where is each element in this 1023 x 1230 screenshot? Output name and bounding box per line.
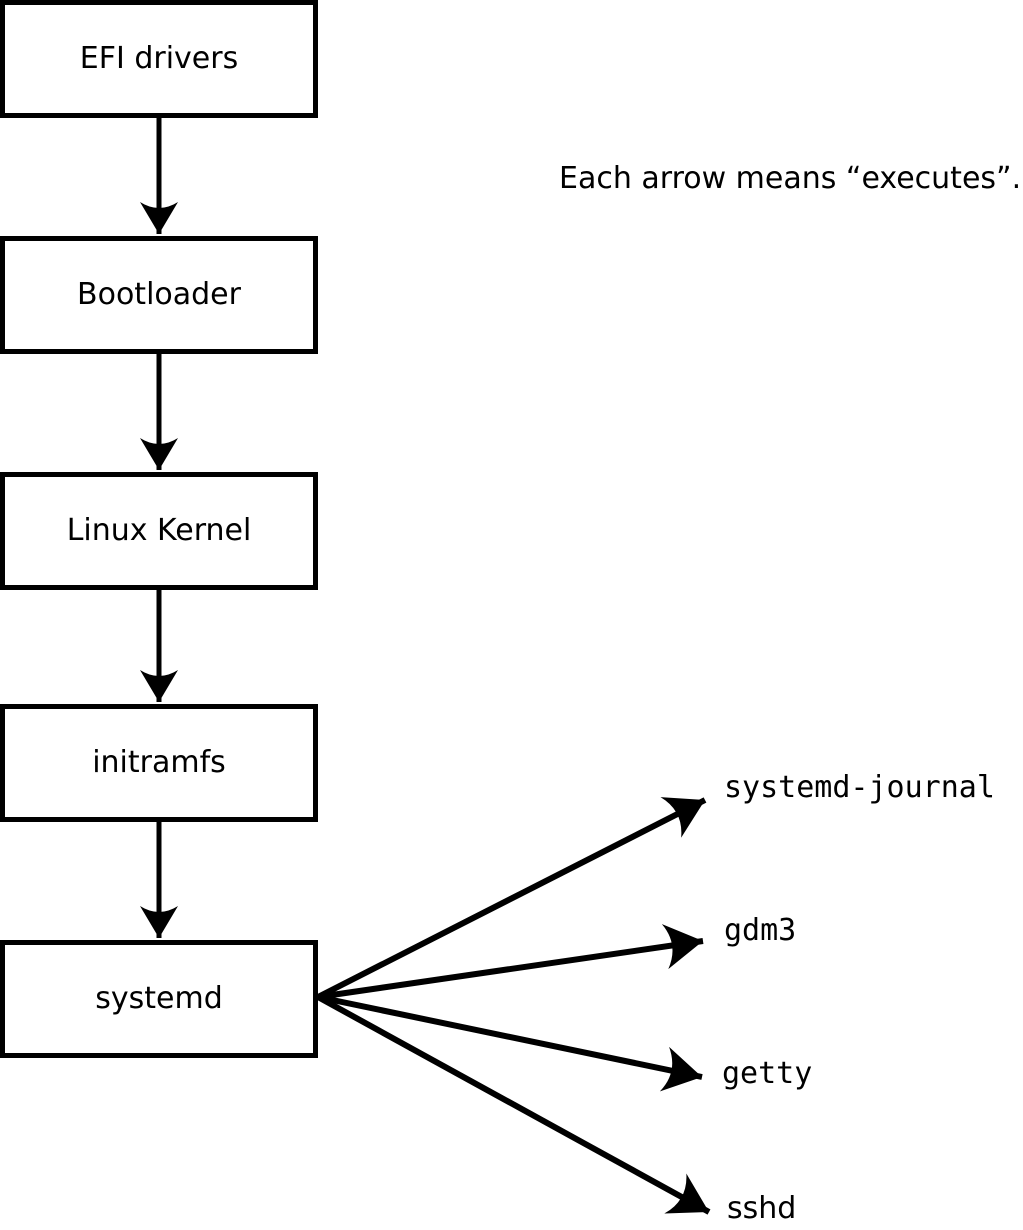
node-label: EFI drivers (79, 41, 239, 76)
node-label: systemd (95, 981, 223, 1016)
arrow-systemd-to-sshd (316, 994, 711, 1215)
node-label: Linux Kernel (66, 513, 252, 548)
node-label: Bootloader (77, 277, 241, 312)
node-label: initramfs (92, 745, 226, 780)
node-linux-kernel: Linux Kernel (0, 472, 318, 590)
arrow-systemd-to-getty (317, 994, 703, 1092)
arrow-systemd-to-gdm3 (317, 923, 704, 1000)
service-label-gdm3: gdm3 (724, 913, 797, 948)
node-bootloader: Bootloader (0, 236, 318, 354)
service-label-getty: getty (722, 1056, 813, 1091)
service-label-systemd-journal: systemd-journal (724, 770, 995, 805)
service-label-sshd: sshd (727, 1191, 797, 1226)
node-systemd: systemd (0, 940, 318, 1058)
node-initramfs: initramfs (0, 704, 318, 822)
node-efi-drivers: EFI drivers (0, 0, 318, 118)
arrow-systemd-to-journal (316, 797, 707, 1000)
legend-note: Each arrow means “executes”. (559, 161, 1022, 196)
